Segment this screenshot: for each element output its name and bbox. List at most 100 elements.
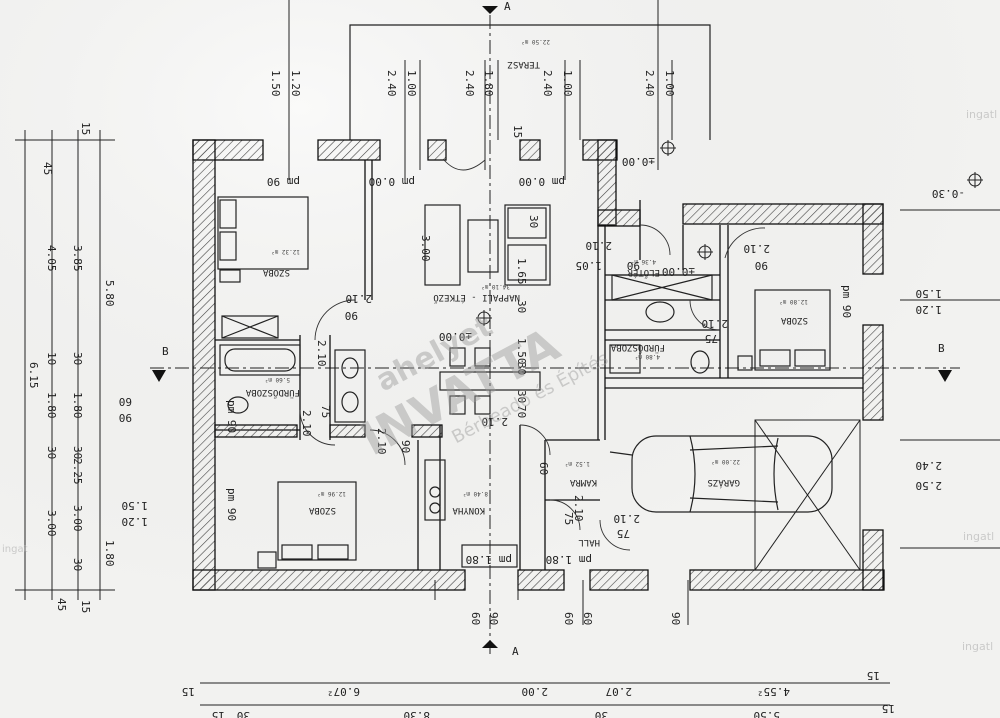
- outer-walls: [192, 139, 885, 591]
- bottom-dim-5: 90: [669, 612, 682, 625]
- door-label-1: 2.10: [346, 292, 373, 305]
- right-dim-3: 2.40: [916, 459, 943, 472]
- svg-text:1.20: 1.20: [122, 515, 149, 528]
- bottom-dim-3: 60: [562, 612, 575, 625]
- bathroom-fixtures: [219, 274, 713, 423]
- top-dim-5: 2.40: [463, 70, 476, 97]
- section-b-left-label: B: [162, 345, 169, 358]
- svg-text:30: 30: [71, 352, 84, 365]
- bed-e: [737, 289, 831, 371]
- interior-dim-2: 1.65: [515, 258, 528, 285]
- room-konyha-area: 8.40 m²: [463, 490, 488, 497]
- svg-text:45: 45: [55, 598, 68, 611]
- interior-dim-7: 2.10: [482, 415, 509, 428]
- top-extension-lines: [288, 0, 673, 180]
- parapet-6: pm 90: [225, 400, 238, 433]
- parapet-8: pm 1.80: [546, 553, 592, 566]
- svg-text:30: 30: [45, 446, 58, 459]
- svg-text:1.50: 1.50: [122, 499, 149, 512]
- section-line-b: [150, 367, 960, 382]
- room-eloter-name: ELŐTÉR: [627, 267, 660, 279]
- svg-text:3.00: 3.00: [71, 505, 84, 532]
- room-szoba-sw-area: 12.96 m²: [317, 490, 346, 497]
- bottom-chain-5: 4.55²: [757, 685, 790, 698]
- bottom-chain-2: 6.07²: [327, 685, 360, 698]
- door-label-17: 2.10: [572, 495, 585, 522]
- room-nappali-name: NAPPALI - ÉTKEZŐ: [433, 292, 520, 304]
- room-furdo-e-area: 4.80 m²: [635, 353, 660, 360]
- svg-text:60: 60: [119, 395, 132, 408]
- section-a-bottom-label: A: [512, 645, 519, 658]
- living-furniture: [424, 204, 551, 568]
- svg-text:3.85: 3.85: [71, 245, 84, 272]
- svg-text:1.80: 1.80: [103, 540, 116, 567]
- bottom-dim-2: 90: [487, 612, 500, 625]
- parapet-2: pm 0.00: [369, 175, 415, 188]
- section-line-a: [482, 6, 498, 655]
- room-nappali-area: 34.10 m²: [481, 283, 510, 290]
- level-markers: [476, 140, 983, 326]
- top-dim-8: 1.00: [561, 70, 574, 97]
- svg-text:6.15: 6.15: [27, 362, 40, 389]
- interior-dim-5: 30: [515, 362, 528, 375]
- room-kamra-area: 1.52 m²: [565, 460, 590, 467]
- top-dim-2: 1.20: [289, 70, 302, 97]
- bottom-chain-1: 15: [182, 685, 195, 698]
- right-dim-1: 1.50: [916, 287, 943, 300]
- level-entry: ±0.00: [622, 155, 655, 168]
- room-furdo-w-area: 5.60 m²: [265, 376, 290, 383]
- door-label-2: 90: [345, 309, 358, 322]
- room-szoba-e-name: SZOBA: [780, 315, 808, 325]
- room-terasz-name: TERASZ: [507, 59, 540, 69]
- level-terrain: -0.30: [932, 187, 965, 200]
- top-dim-6: 1.80: [482, 70, 495, 97]
- svg-text:5.80: 5.80: [103, 280, 116, 307]
- right-dim-4: 2.50: [916, 479, 943, 492]
- parapet-7: pm 1.80: [466, 553, 512, 566]
- parapet-1: pm 90: [267, 175, 300, 188]
- section-a-top-label: A: [504, 0, 511, 13]
- door-label-11: 2.10: [702, 317, 729, 330]
- room-furdo-e-name: FÜRDŐSZOBA: [610, 342, 665, 353]
- room-szoba-nw-area: 12.32 m²: [271, 248, 300, 255]
- bottom-chain-8: 8.30: [404, 709, 431, 718]
- bottom-chain-9: 30: [595, 709, 608, 718]
- door-swings: [299, 159, 766, 551]
- room-furdo-w-name: FÜRDŐSZOBA: [245, 387, 300, 398]
- room-hall-name: HALL: [578, 537, 600, 547]
- parapet-5: pm 90: [225, 488, 238, 521]
- interior-dim-8: 30: [515, 390, 528, 403]
- svg-text:4.05: 4.05: [45, 245, 58, 272]
- room-szoba-e-area: 12.80 m²: [779, 298, 808, 305]
- door-label-5: 2.10: [300, 410, 313, 437]
- room-konyha-name: KONYHA: [452, 505, 485, 515]
- interior-walls: [214, 160, 863, 570]
- bottom-chain-7: 30: [237, 709, 250, 718]
- svg-text:2.25: 2.25: [71, 458, 84, 485]
- door-label-3: 2.10: [315, 340, 328, 367]
- interior-dim-3: 30: [515, 300, 528, 313]
- top-dim-3: 2.40: [385, 70, 398, 97]
- svg-text:15: 15: [79, 600, 92, 613]
- edge-text-3: ingat: [2, 544, 28, 555]
- top-dim-1: 1.50: [269, 70, 282, 97]
- bottom-chain-10: 5.50: [754, 709, 781, 718]
- interior-dim-4: 1.50: [515, 338, 528, 365]
- door-label-8: 90: [755, 259, 768, 272]
- bottom-dimension-lines: [200, 580, 890, 706]
- door-label-6: 90: [399, 440, 412, 453]
- top-dim-10: 1.00: [663, 70, 676, 97]
- room-garazs-name: GARÁZS: [707, 477, 740, 489]
- svg-text:3.00: 3.00: [45, 510, 58, 537]
- parapet-3: pm 0.00: [519, 175, 565, 188]
- svg-text:30: 30: [71, 558, 84, 571]
- bottom-chain-6: 15: [867, 669, 880, 682]
- edge-text-2: ingatl: [963, 530, 994, 543]
- level-living: ±0.00: [439, 330, 472, 343]
- svg-text:30: 30: [71, 446, 84, 459]
- door-label-15: 2.10: [586, 239, 613, 252]
- door-label-10: 75: [705, 332, 718, 345]
- right-dim-2: 1.20: [916, 303, 943, 316]
- parapet-4: pm 90: [840, 285, 853, 318]
- bed-sw: [257, 481, 357, 569]
